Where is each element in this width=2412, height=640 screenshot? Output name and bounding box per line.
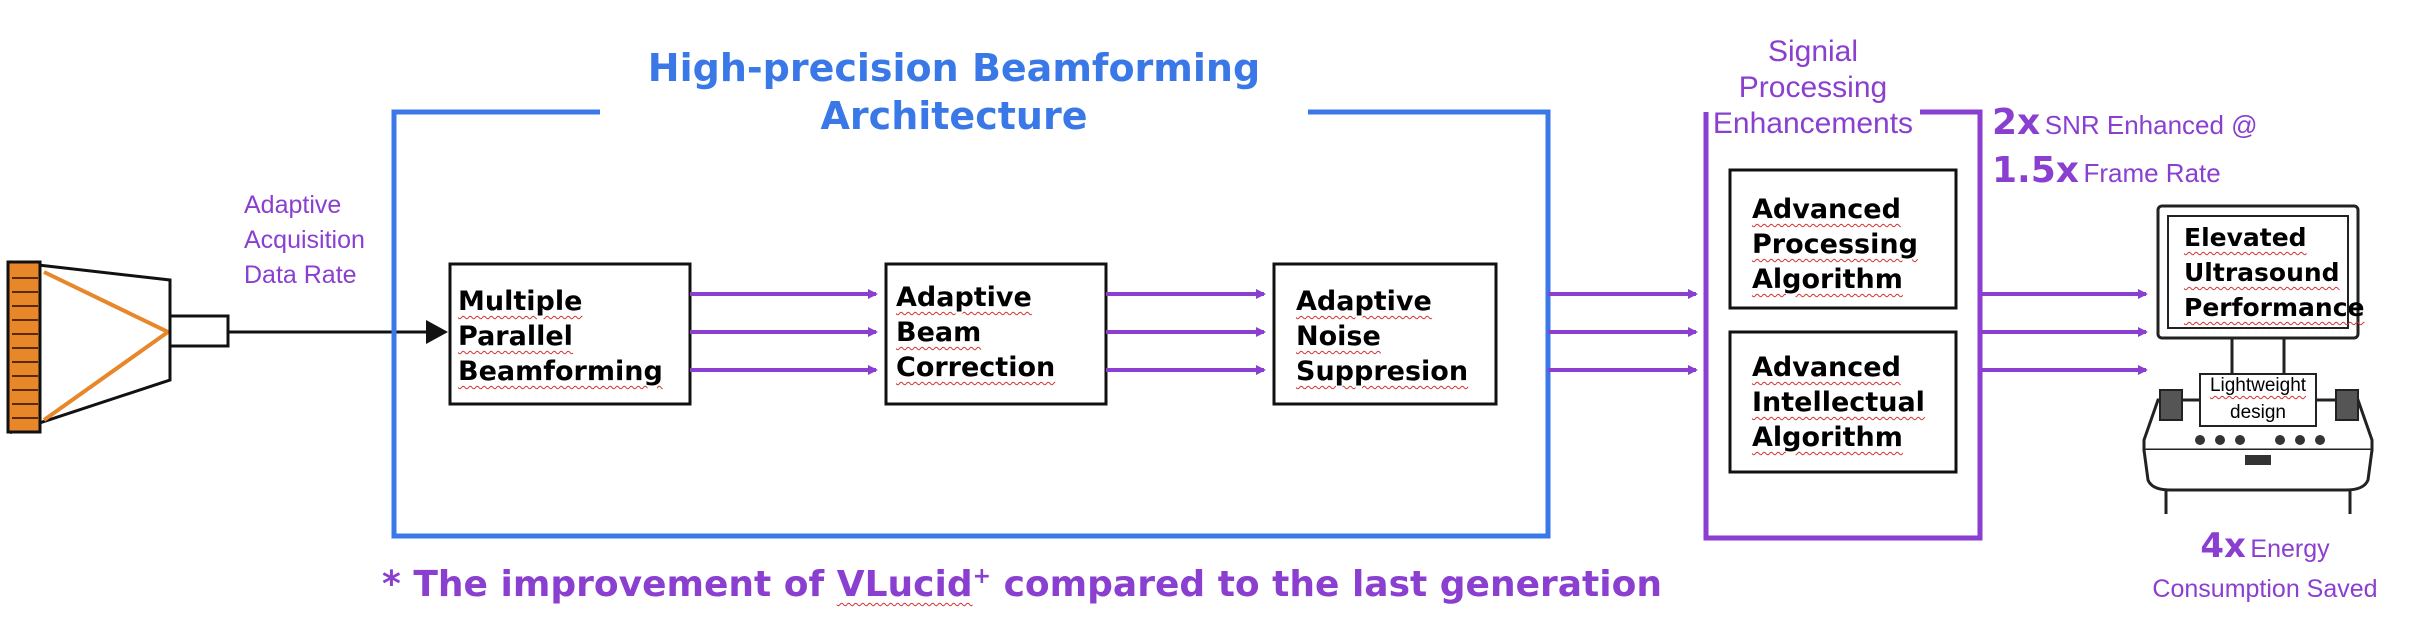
sp-block1-line-1: Advanced [1752, 194, 1901, 225]
block2-line-2: Beam [896, 317, 982, 348]
signal-processing-title: Signial Processing Enhancements [1706, 34, 1920, 142]
adaptive-acquisition-line-1: Adaptive [244, 191, 342, 219]
block-multiple-parallel-beamforming-box [448, 262, 692, 406]
block1-line-2: Parallel [458, 321, 573, 352]
signal-processing-title-line-1: Signial [1767, 35, 1859, 68]
device-screen-line-3: Performance [2184, 293, 2365, 322]
metric-energy-label-2: Consumption Saved [2152, 575, 2378, 603]
arrows-signal-to-device [1980, 289, 2148, 375]
signal-processing-frame [1703, 109, 1983, 541]
sp-block1-line-3: Algorithm [1752, 264, 1903, 295]
architecture-title: High-precision Beamforming Architecture [600, 44, 1308, 140]
block1-line-3: Beamforming [458, 356, 663, 387]
signal-processing-title-line-2: Processing [1738, 71, 1888, 104]
block2-line-3: Correction [896, 352, 1056, 383]
arrows-block2-to-block3 [1106, 289, 1266, 375]
footnote-brand-sup: + [972, 564, 992, 589]
footnote-brand: VLucid [836, 564, 973, 605]
block1-line-1: Multiple [458, 286, 583, 317]
sp-block2-line-3: Algorithm [1752, 422, 1903, 453]
sp-block2-line-2: Intellectual [1752, 387, 1925, 418]
device-screen-line-2: Ultrasound [2184, 258, 2340, 287]
ultrasound-device-icon [2142, 204, 2374, 514]
architecture-frame [391, 109, 1551, 539]
metric-snr-value: 2x [1992, 102, 2041, 143]
adaptive-acquisition-label: Adaptive Acquisition Data Rate [244, 188, 365, 293]
arrows-block1-to-block2 [690, 289, 878, 375]
adaptive-acquisition-line-3: Data Rate [244, 261, 357, 289]
block-multiple-parallel-beamforming: Multiple Parallel Beamforming [458, 284, 663, 389]
device-screen-label: Elevated Ultrasound Performance [2184, 220, 2364, 325]
arrows-block3-to-signal [1548, 289, 1698, 375]
block-adaptive-noise-suppression: Adaptive Noise Suppresion [1296, 284, 1468, 389]
device-console-line-1: Lightweight [2209, 375, 2307, 396]
block3-line-3: Suppresion [1296, 356, 1469, 387]
device-console-label: Lightweight design [2200, 372, 2316, 426]
block-adaptive-beam-correction: Adaptive Beam Correction [896, 280, 1055, 385]
architecture-title-line-1: High-precision Beamforming [647, 46, 1261, 90]
block-advanced-processing-algorithm: Advanced Processing Algorithm [1752, 192, 1918, 297]
device-screen-line-1: Elevated [2184, 223, 2307, 252]
metric-energy-row-1: 4x Energy [2124, 528, 2406, 571]
device-console-line-2: design [2230, 402, 2286, 423]
metric-snr-label: SNR Enhanced @ [2044, 110, 2258, 140]
metric-snr: 2x SNR Enhanced @ [1992, 102, 2258, 143]
block-adaptive-beam-correction-box [884, 262, 1108, 406]
metric-energy-value: 4x [2200, 526, 2246, 566]
metric-energy-label: Energy [2250, 535, 2330, 563]
probe-arrow [228, 320, 448, 344]
block-advanced-intellectual-algorithm: Advanced Intellectual Algorithm [1752, 350, 1925, 455]
block-advanced-intellectual-algorithm-box [1728, 330, 1958, 474]
footnote: * The improvement of VLucid+ compared to… [382, 554, 1662, 608]
footnote-suffix: compared to the last generation [991, 564, 1662, 605]
sp-block2-line-1: Advanced [1752, 352, 1901, 383]
metric-frame-rate-label: Frame Rate [2083, 158, 2221, 188]
sp-block1-line-2: Processing [1752, 229, 1918, 260]
block-adaptive-noise-suppression-box [1272, 262, 1498, 406]
block3-line-2: Noise [1296, 321, 1381, 352]
probe-icon [6, 260, 230, 435]
metric-energy: 4x Energy Consumption Saved [2124, 528, 2406, 607]
signal-processing-title-line-3: Enhancements [1712, 107, 1914, 140]
footnote-prefix: * The improvement of [382, 564, 837, 605]
metric-frame-rate: 1.5x Frame Rate [1992, 150, 2221, 191]
block2-line-1: Adaptive [896, 282, 1032, 313]
block3-line-1: Adaptive [1296, 286, 1432, 317]
architecture-title-line-2: Architecture [820, 94, 1088, 138]
block-advanced-processing-algorithm-box [1728, 168, 1958, 310]
metric-frame-rate-value: 1.5x [1992, 150, 2079, 191]
adaptive-acquisition-line-2: Acquisition [244, 226, 365, 254]
